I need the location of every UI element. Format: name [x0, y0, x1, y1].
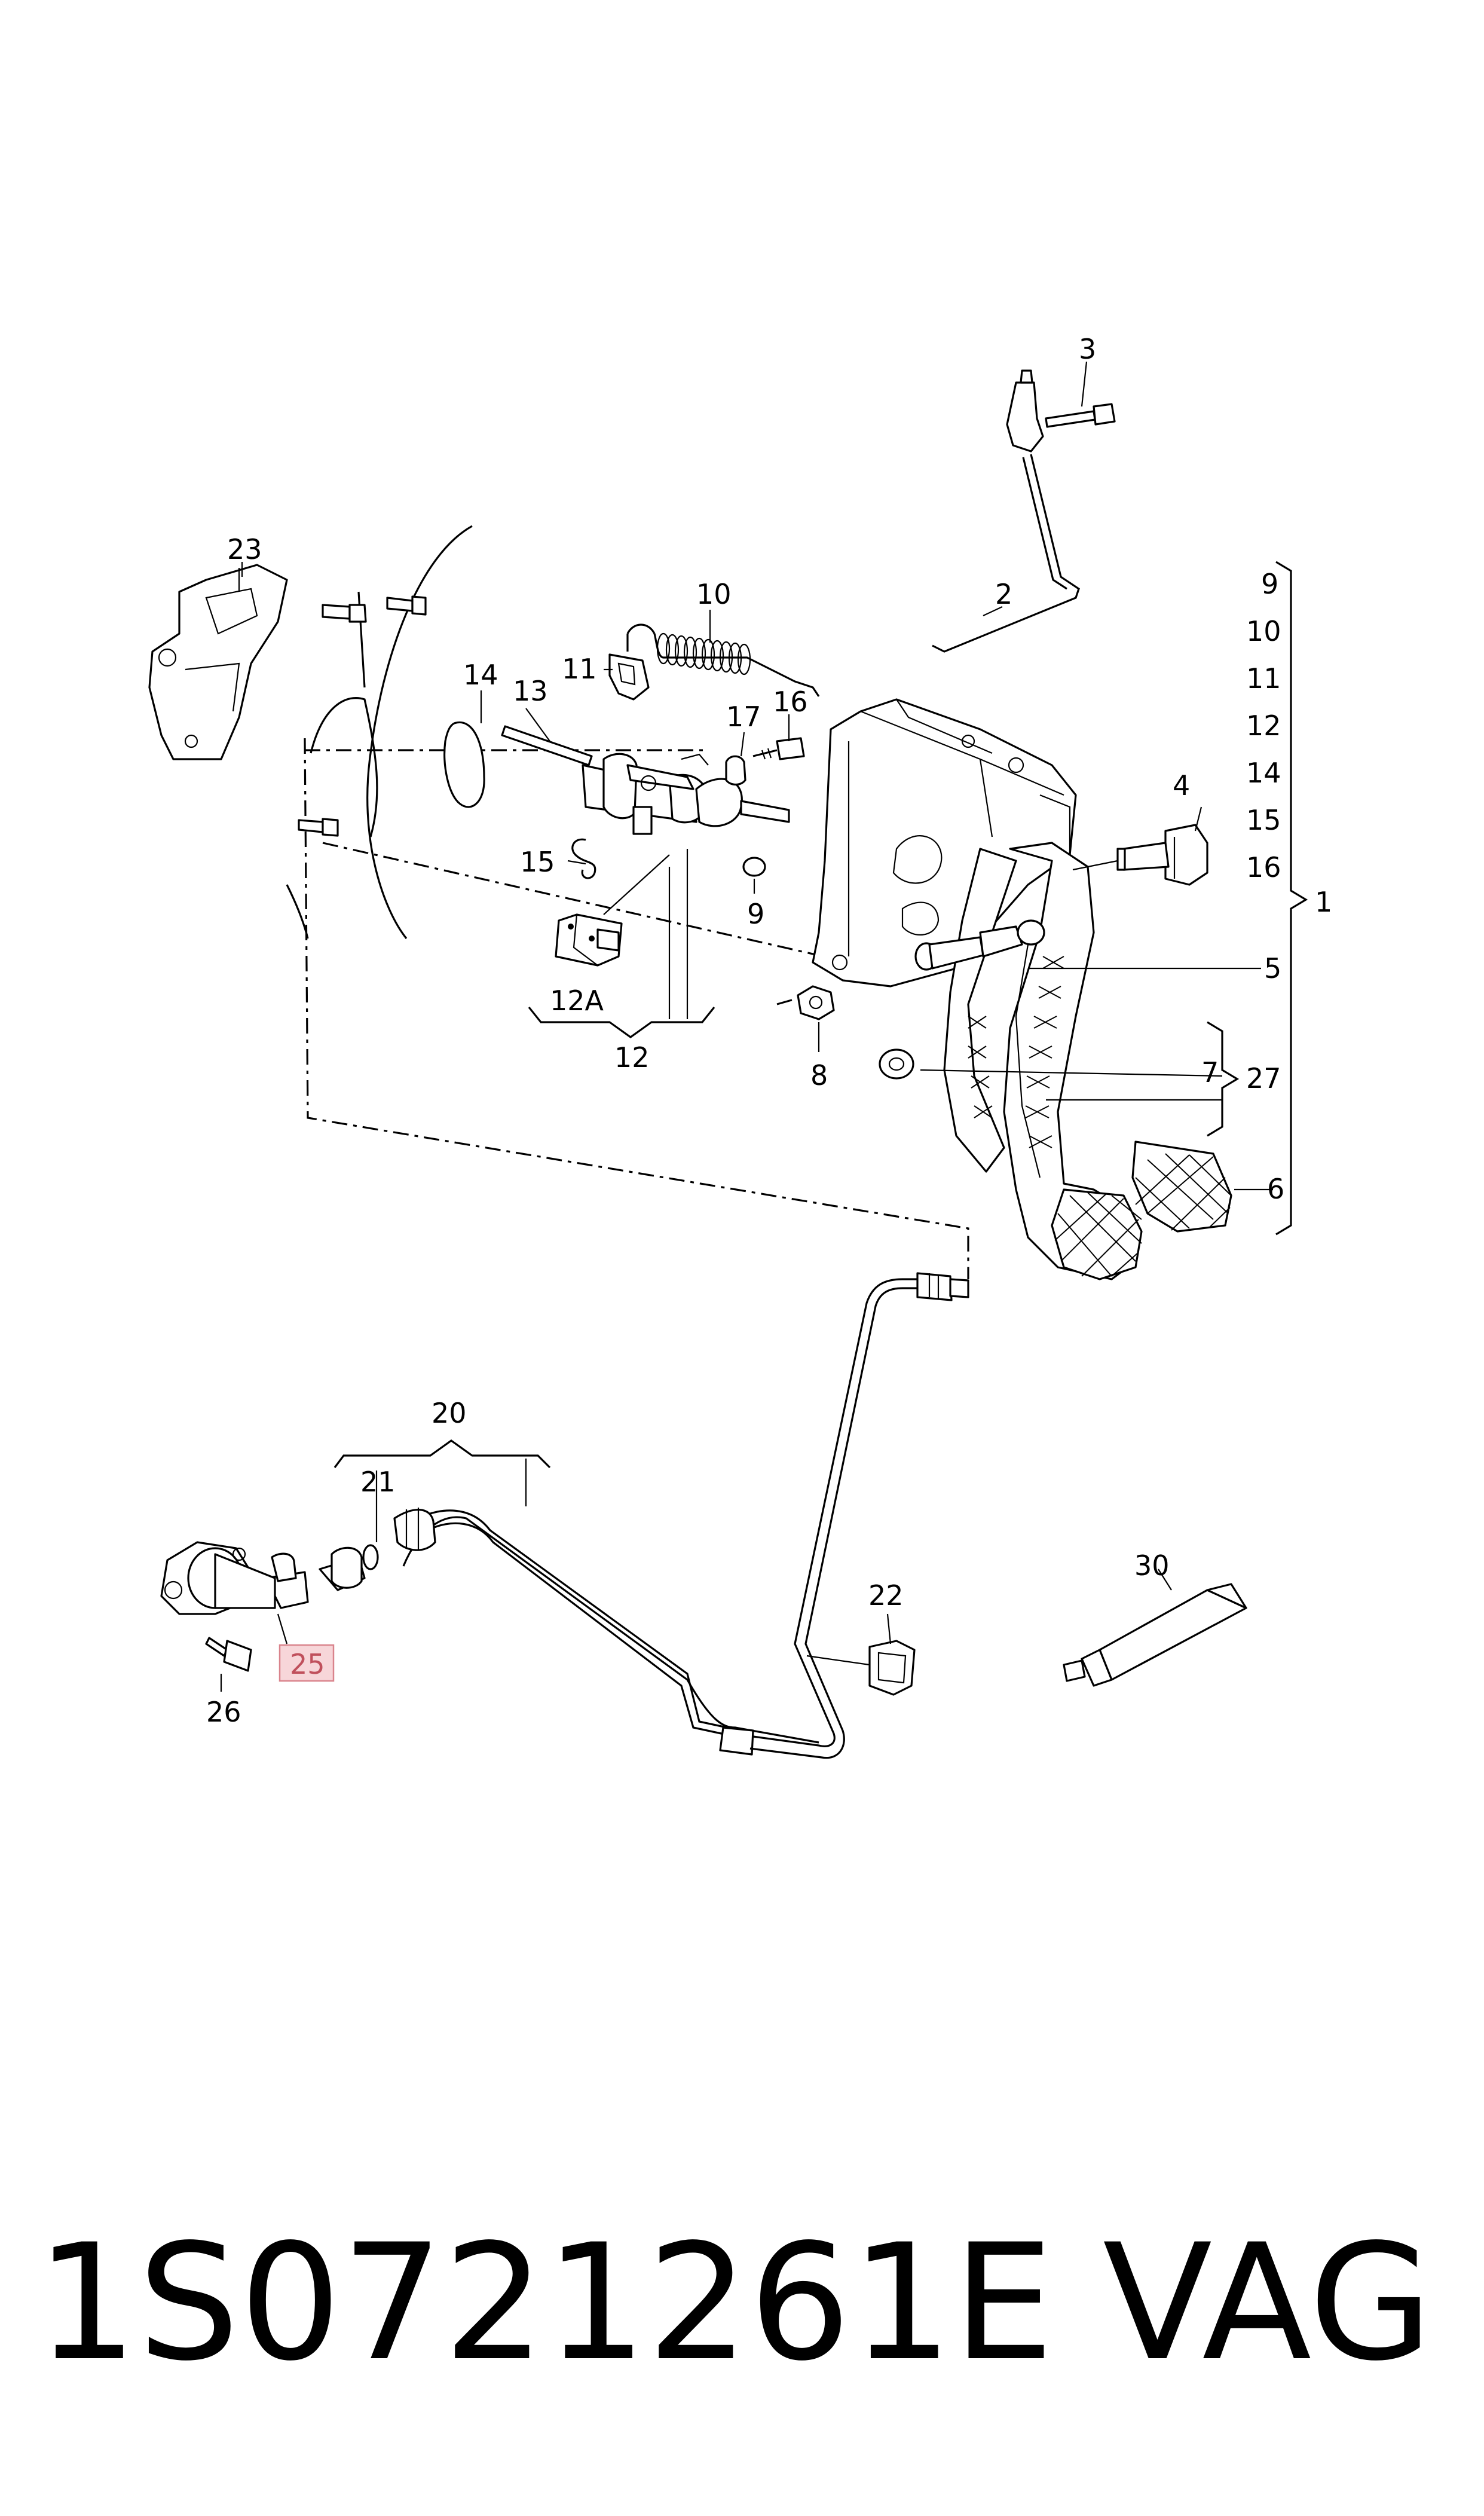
slave-cylinder-part-25	[265, 1546, 366, 1609]
callout-21[interactable]: 21	[360, 1466, 396, 1498]
callout-15[interactable]: 15	[520, 846, 555, 878]
pedal-pad-part-6	[1131, 1141, 1232, 1233]
spring-part-10	[626, 623, 820, 697]
group-1-item[interactable]: 14	[1246, 757, 1281, 789]
switch-part-3	[1006, 369, 1116, 453]
bracket-part-23	[148, 564, 288, 760]
group-1-item[interactable]: 9	[1261, 568, 1278, 600]
callout-9[interactable]: 9	[747, 898, 764, 930]
sensor-leader-line	[603, 854, 670, 915]
callout-22[interactable]: 22	[868, 1579, 904, 1612]
bushing-part-7	[879, 1048, 914, 1080]
tube-part-30	[1063, 1583, 1247, 1687]
screw-part-16	[752, 737, 805, 760]
group-bracket-27	[1207, 1021, 1240, 1137]
callout-8[interactable]: 8	[810, 1059, 828, 1092]
callout-17[interactable]: 17	[726, 701, 761, 733]
callout-30[interactable]: 30	[1134, 1549, 1170, 1582]
callout-16[interactable]: 16	[773, 686, 808, 718]
callout-20[interactable]: 20	[432, 1397, 467, 1429]
group-1-item[interactable]: 11	[1246, 662, 1281, 695]
bolt-upper-left	[322, 604, 367, 623]
footer-brand: VAG	[1103, 2210, 1433, 2396]
clip-part-15	[571, 838, 596, 879]
routing-dashdot-line	[304, 738, 969, 1279]
callout-1[interactable]: 1	[1315, 886, 1332, 918]
callout-26[interactable]: 26	[206, 1696, 241, 1728]
callout-7[interactable]: 7	[1201, 1056, 1219, 1089]
group-bracket-1	[1275, 561, 1308, 1236]
callout-2[interactable]: 2	[995, 578, 1012, 610]
callout-leader-lines	[220, 361, 1273, 1692]
clip-22-leader	[806, 1655, 870, 1666]
callout-12a[interactable]: 12A	[550, 985, 604, 1017]
bolt-part-26	[205, 1637, 252, 1672]
callout-13[interactable]: 13	[513, 675, 548, 707]
seal-part-21	[362, 1544, 379, 1570]
nut-part-8	[776, 985, 835, 1020]
group-bracket-12	[528, 849, 715, 1038]
group-1-list: 9 10 11 12 14 15 16	[1246, 568, 1281, 883]
rod-part-2	[932, 454, 1080, 653]
callout-6[interactable]: 6	[1267, 1173, 1284, 1205]
footer-part-number: 1S0721261E	[36, 2210, 1054, 2396]
sensor-4-leader	[1072, 860, 1118, 871]
firewall-panel	[286, 525, 473, 939]
callout-27[interactable]: 27	[1246, 1062, 1281, 1095]
seal-ring-part-14	[443, 721, 485, 808]
callout-3[interactable]: 3	[1079, 333, 1096, 365]
group-1-item[interactable]: 10	[1246, 615, 1281, 647]
bolt-left-mid	[298, 818, 339, 837]
callout-11[interactable]: 11	[562, 653, 597, 685]
rod-part-2-inner	[1022, 457, 1067, 590]
group-bracket-20	[333, 1439, 551, 1506]
group-1-item[interactable]: 16	[1246, 851, 1281, 883]
pushrod-part-13	[501, 725, 593, 766]
pedal-pad-clutch	[1051, 1188, 1143, 1280]
callout-14[interactable]: 14	[463, 659, 498, 691]
bolt-upper-right	[386, 595, 427, 616]
routing-dashdot-line-3	[322, 842, 837, 961]
washer-part-9	[742, 857, 766, 877]
callout-25[interactable]: 25	[290, 1648, 325, 1680]
highlight-box-part-25	[279, 1644, 335, 1682]
pin-part-17	[725, 755, 746, 786]
slave-cylinder-body	[160, 1541, 276, 1615]
callout-5[interactable]: 5	[1264, 952, 1281, 985]
callout-12[interactable]: 12	[614, 1041, 650, 1074]
bushing-part-11	[608, 653, 650, 701]
callout-23[interactable]: 23	[227, 533, 262, 565]
group-1-item[interactable]: 15	[1246, 804, 1281, 836]
pedal-arm-brake	[943, 848, 1017, 1173]
group-1-item[interactable]: 12	[1246, 710, 1281, 742]
clip-part-22	[868, 1640, 916, 1696]
master-cylinder-part-12	[582, 753, 790, 835]
bolt-part-5	[914, 919, 1045, 971]
connector-part-20-end	[393, 1508, 436, 1551]
sensor-part-12a	[555, 913, 623, 967]
sensor-part-4	[1116, 824, 1208, 886]
callout-10[interactable]: 10	[696, 578, 732, 610]
callout-4[interactable]: 4	[1173, 769, 1190, 802]
